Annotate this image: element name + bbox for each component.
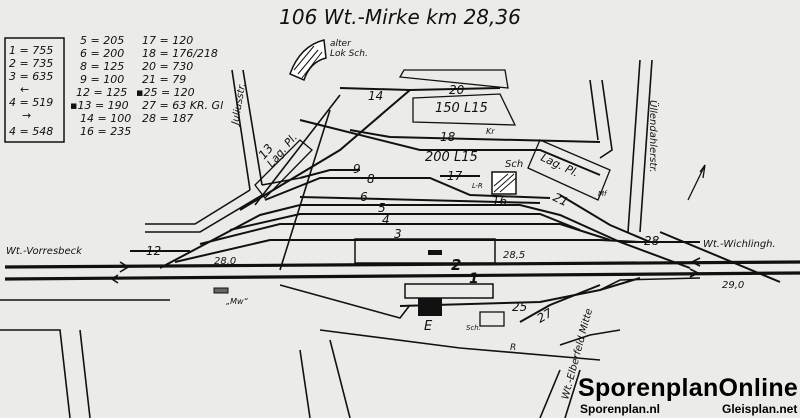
label-r: R [510, 343, 516, 353]
north-arrow-icon [687, 164, 706, 201]
legend-entry: 27 = 63 KR. Gl [142, 99, 223, 112]
goods-shed [479, 311, 505, 327]
track-number-5: 5 [378, 201, 386, 215]
destination-wichlingh: Wt.-Wichlingh. [703, 239, 776, 250]
legend-entry: 21 = 79 [142, 73, 186, 86]
track-number-12: 12 [146, 244, 161, 258]
label-mw: „Mw“ [226, 297, 249, 306]
main-track-1 [4, 271, 800, 281]
label-sch: Sch [505, 159, 523, 170]
track-number-17: 17 [447, 169, 463, 183]
track-number-2: 2 [451, 256, 461, 274]
legend-entry: 4 = 519 [9, 96, 53, 109]
old-shed-label: alter [330, 39, 352, 49]
label-e: E [424, 319, 433, 334]
km-marker-28-5: 28,5 [503, 250, 525, 261]
track-number-3: 3 [394, 227, 402, 241]
brand-link-net[interactable]: Gleisplan.net [722, 402, 798, 416]
legend-entry: 14 = 100 [80, 112, 131, 125]
track-number-1: 1 [469, 271, 479, 287]
legend-entry: 18 = 176/218 [142, 47, 218, 60]
track-number-21: 21 [551, 190, 571, 209]
km-marker-28-0: 28,0 [214, 256, 236, 267]
legend-column-2: 5 = 205 6 = 200 8 = 125 9 = 100 12 = 125… [70, 34, 131, 138]
diagram-title: 106 Wt.-Mirke km 28,36 [279, 5, 521, 29]
label-sch-bottom: Sch. [466, 324, 481, 332]
mw-building [213, 287, 229, 294]
legend-entry: ▪13 = 190 [70, 99, 129, 112]
legend-entry: 4 = 548 [9, 125, 53, 138]
storage-area-left [254, 139, 313, 199]
legend-box [4, 37, 65, 143]
legend-entry: 8 = 125 [80, 60, 124, 73]
legend-entry: 3 = 635 [9, 70, 53, 83]
legend-entry: 1 = 755 [9, 44, 53, 57]
legend-arrow-left: ← [20, 83, 29, 96]
legend-entry: 16 = 235 [80, 125, 131, 138]
platform-island [354, 238, 496, 264]
legend-entry: 6 = 200 [80, 47, 124, 60]
legend-entry: 2 = 735 [9, 57, 53, 70]
track-number-6: 6 [360, 190, 368, 204]
brand-link-nl[interactable]: Sporenplan.nl [580, 402, 661, 416]
legend-arrow-right: → [22, 109, 31, 122]
shed-hatch [493, 173, 517, 193]
track-number-14: 14 [368, 89, 383, 103]
station-building [418, 298, 442, 316]
area-150 [412, 93, 517, 126]
street-juliusstr: Juliusstr. [230, 82, 248, 127]
signal-icon [428, 250, 442, 255]
direction-arrows [110, 257, 701, 284]
old-shed-label: Lok Sch. [330, 49, 368, 59]
loading-road-20 [398, 69, 509, 89]
track-number-9: 9 [353, 162, 361, 176]
label-lr: L-R [472, 182, 483, 190]
track-number-25: 25 [512, 300, 527, 314]
legend-entry: 12 = 125 [76, 86, 127, 99]
legend-entry: 17 = 120 [142, 34, 193, 47]
track-number-8: 8 [367, 172, 375, 186]
street-uellendahler: Üllendahlerstr. [647, 100, 660, 173]
track-number-28: 28 [644, 234, 660, 248]
brand-logo: SporenplanOnline [578, 374, 799, 402]
legend-entry: 9 = 100 [80, 73, 124, 86]
storage-area-right [527, 139, 611, 201]
label-kr: Kr [486, 127, 495, 136]
connector-tracks [254, 94, 341, 271]
label-mf: Mf [598, 190, 608, 198]
main-track-2 [4, 260, 800, 269]
track-number-16: 16 [492, 194, 508, 208]
legend-box-entries: 1 = 755 2 = 735 3 = 635 ← 4 = 519 → 4 = … [9, 44, 53, 138]
track-number-20: 20 [449, 83, 465, 97]
legend-entry: 5 = 205 [80, 34, 124, 47]
streets [0, 59, 701, 418]
legend-entry: 20 = 730 [142, 60, 193, 73]
destination-vorresbeck: Wt.-Vorresbeck [6, 246, 83, 257]
legend-column-3: 17 = 120 18 = 176/218 20 = 730 21 = 79 ▪… [136, 34, 223, 125]
track-number-4: 4 [382, 213, 390, 227]
legend-entry: 28 = 187 [142, 112, 193, 125]
track-number-27: 27 [535, 306, 556, 326]
legend-entry: ▪25 = 120 [136, 86, 195, 99]
yard-tracks [130, 87, 781, 323]
platform-house [404, 283, 494, 299]
area-label-200: 200 L15 [425, 150, 478, 165]
old-loco-shed-hatch [293, 45, 323, 79]
old-loco-shed-icon [289, 39, 327, 82]
km-marker-29-0: 29,0 [722, 280, 744, 291]
area-label-150: 150 L15 [435, 101, 488, 116]
track-number-18: 18 [440, 130, 456, 144]
north-arrow-head [699, 164, 706, 179]
